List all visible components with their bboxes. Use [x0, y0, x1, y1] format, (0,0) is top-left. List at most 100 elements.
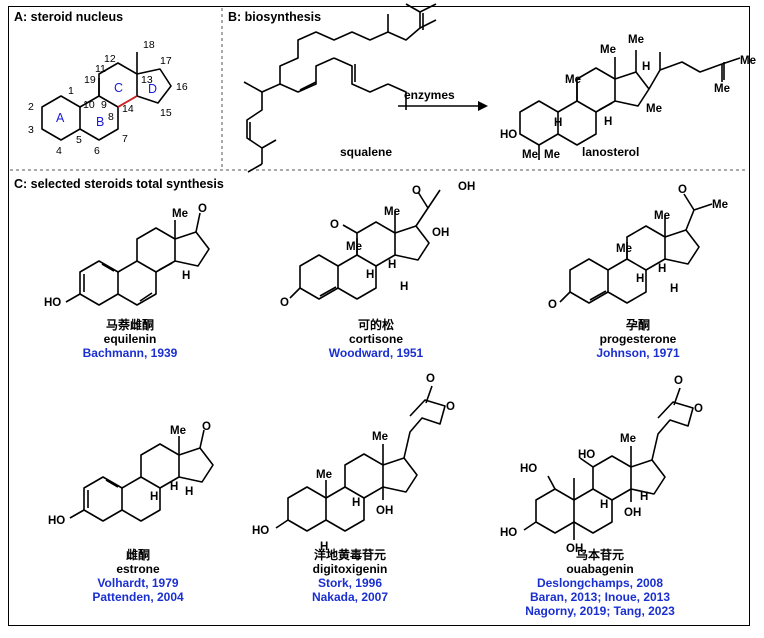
hydrogen-label: H	[366, 269, 374, 281]
hydrogen-label: H	[170, 481, 178, 493]
oxygen-label: O	[694, 403, 703, 415]
lanosterol-name: lanosterol	[582, 145, 640, 159]
compound-reference: Johnson, 1971	[596, 346, 680, 360]
hydrogen-label: H	[670, 283, 678, 295]
compound-reference: Deslongchamps, 2008	[536, 576, 664, 590]
methyl-label: Me	[654, 210, 670, 222]
hydrogen-label: H	[636, 273, 644, 285]
compound-caption-equilenin: 马萘雌酮 equilenin Bachmann, 1939	[20, 318, 240, 360]
hydroxyl-label: HO	[500, 129, 517, 141]
atom-number: 10	[83, 99, 95, 111]
equilenin-structure	[65, 212, 210, 306]
atom-number: 13	[141, 74, 153, 86]
atom-number: 1	[68, 85, 74, 97]
atom-number: 2	[28, 101, 34, 113]
methyl-label: Me	[346, 241, 362, 253]
compound-caption-estrone: 雌酮 estrone Volhardt, 1979 Pattenden, 200…	[28, 548, 248, 604]
section-c-title: C: selected steroids total synthesis	[14, 177, 224, 191]
compound-caption-ouabagenin: 乌本苷元 ouabagenin Deslongchamps, 2008 Bara…	[490, 548, 710, 618]
compound-cn-name: 乌本苷元	[575, 548, 624, 562]
compound-cn-name: 孕酮	[625, 318, 650, 332]
compound-cn-name: 马萘雌酮	[105, 318, 154, 332]
hydroxyl-label: OH	[458, 181, 475, 193]
progesterone-structure	[559, 193, 713, 304]
atom-number: 16	[176, 81, 188, 93]
atom-number: 12	[104, 53, 116, 65]
compound-cn-name: 可的松	[357, 318, 394, 332]
atom-number: 18	[143, 39, 155, 51]
oxygen-label: O	[426, 373, 435, 385]
compound-reference: Bachmann, 1939	[82, 346, 178, 360]
section-b-title: B: biosynthesis	[228, 10, 322, 24]
hydroxyl-label: HO	[520, 463, 537, 475]
digitoxigenin-labels: Me Me O O HO H H OH	[252, 373, 455, 553]
methyl-label: Me	[522, 149, 538, 161]
oxygen-label: O	[280, 297, 289, 309]
oxygen-label: O	[198, 203, 207, 215]
methyl-label: Me	[740, 55, 756, 67]
compound-name: cortisone	[348, 332, 403, 346]
steroid-nucleus-structure	[41, 52, 172, 141]
atom-number: 4	[56, 145, 62, 157]
compound-caption-progesterone: 孕酮 progesterone Johnson, 1971	[528, 318, 748, 360]
hydroxyl-label: HO	[44, 297, 61, 309]
compound-caption-digitoxigenin: 洋地黄毒苷元 digitoxigenin Stork, 1996 Nakada,…	[240, 548, 460, 604]
ring-label-d: D	[148, 82, 157, 96]
atom-number: 9	[101, 99, 107, 111]
methyl-label: Me	[714, 83, 730, 95]
methyl-label: Me	[316, 469, 332, 481]
estrone-structure	[69, 429, 214, 522]
compound-reference: Volhardt, 1979	[97, 576, 179, 590]
atom-number: 7	[122, 133, 128, 145]
hydrogen-label: H	[604, 116, 612, 128]
squalene-name: squalene	[340, 145, 393, 159]
atom-number: 3	[28, 124, 34, 136]
oxygen-label: O	[412, 185, 421, 197]
methyl-label: Me	[172, 208, 188, 220]
oxygen-label: O	[678, 184, 687, 196]
compound-caption-cortisone: 可的松 cortisone Woodward, 1951	[266, 318, 486, 360]
hydrogen-label: H	[658, 263, 666, 275]
hydrogen-label: H	[388, 259, 396, 271]
steroid-nucleus-labels: A B C D 1 2 3 4 5 6 7 8 9 10 11 12 13 14…	[28, 39, 188, 157]
squalene-structure	[243, 3, 437, 173]
ouabagenin-labels: Me HO HO O O HO OH H OH H	[500, 375, 703, 555]
methyl-label: Me	[372, 431, 388, 443]
hydrogen-label: H	[150, 491, 158, 503]
atom-number: 6	[94, 145, 100, 157]
atom-number: 19	[84, 74, 96, 86]
compound-name: equilenin	[103, 332, 157, 346]
compound-name: estrone	[116, 562, 160, 576]
oxygen-label: O	[446, 401, 455, 413]
arrow-label: enzymes	[404, 88, 455, 102]
compound-reference: Woodward, 1951	[328, 346, 424, 360]
estrone-labels: Me O HO H H H	[48, 421, 211, 527]
ring-label-c: C	[114, 81, 123, 95]
compound-reference: Nakada, 2007	[311, 590, 389, 604]
lanosterol-labels: Me Me Me Me H H Me Me HO Me Me H	[500, 34, 756, 161]
hydrogen-label: H	[642, 61, 650, 73]
oxygen-label: O	[330, 219, 339, 231]
hydrogen-label: H	[600, 499, 608, 511]
section-a-title: A: steroid nucleus	[14, 10, 124, 24]
oxygen-label: O	[548, 299, 557, 311]
ring-label-b: B	[96, 115, 104, 129]
compound-reference: Nagorny, 2019; Tang, 2023	[525, 604, 675, 618]
hydrogen-label: H	[320, 541, 328, 553]
atom-number: 8	[108, 111, 114, 123]
hydrogen-label: H	[352, 497, 360, 509]
oxygen-label: O	[674, 375, 683, 387]
compound-name: ouabagenin	[566, 562, 634, 576]
hydroxyl-label: HO	[252, 525, 269, 537]
figure-frame	[8, 6, 750, 626]
lanosterol-structure	[519, 50, 741, 160]
compound-name: digitoxigenin	[312, 562, 388, 576]
hydroxyl-label: OH	[624, 507, 641, 519]
atom-number: 5	[76, 134, 82, 146]
methyl-label: Me	[384, 206, 400, 218]
oxygen-label: O	[202, 421, 211, 433]
hydrogen-label: H	[640, 491, 648, 503]
atom-number: 14	[122, 103, 134, 115]
compound-reference: Baran, 2013; Inoue, 2013	[529, 590, 671, 604]
